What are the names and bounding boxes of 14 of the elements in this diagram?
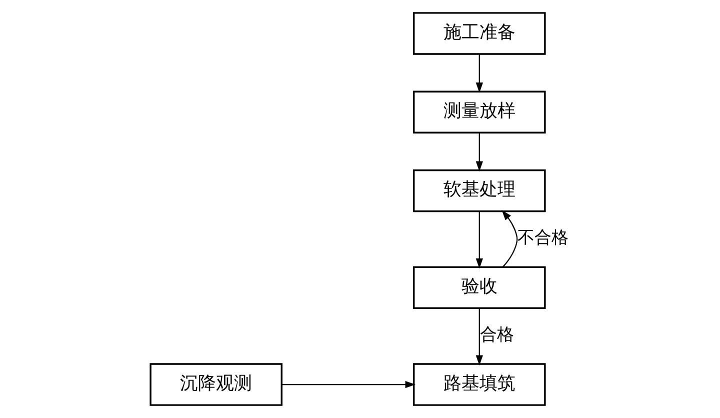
edge-label: 不合格 [518, 228, 569, 248]
edge-label: 合格 [480, 325, 514, 346]
arrow [282, 380, 416, 388]
arrow [502, 210, 518, 268]
arrow [476, 308, 483, 366]
node-box: 验收 [413, 266, 546, 310]
node-box: 沉降观测 [150, 363, 282, 406]
node-box: 路基填筑 [413, 363, 546, 406]
node-box: 测量放样 [413, 90, 546, 134]
arrow [476, 132, 483, 172]
arrow [476, 212, 483, 269]
node-box: 软基处理 [413, 169, 546, 212]
arrow [476, 54, 483, 93]
node-box: 施工准备 [413, 12, 546, 55]
